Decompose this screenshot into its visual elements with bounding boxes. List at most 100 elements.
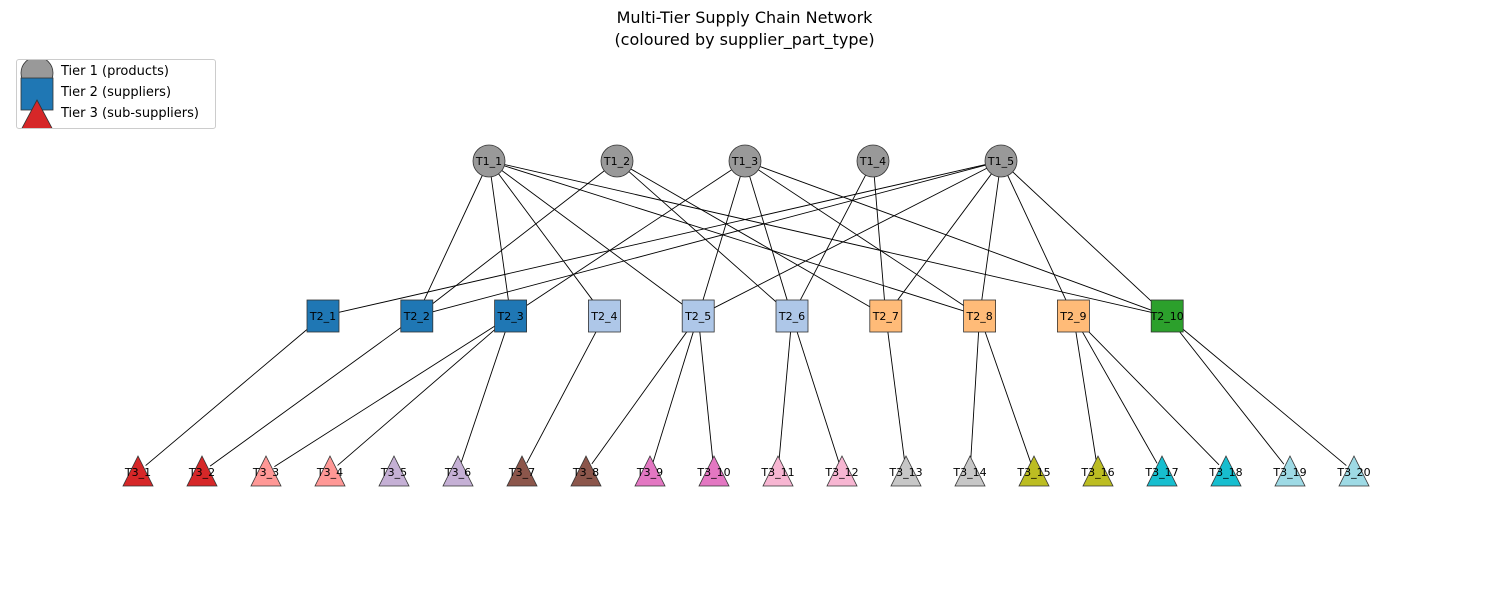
edge-T2_9-to-T1_5 <box>1003 168 1069 305</box>
edge-T2_3-to-T1_3 <box>521 165 739 310</box>
edge-T2_10-to-T1_3 <box>752 162 1156 312</box>
node-T1_5[interactable]: T1_5 <box>984 144 1018 178</box>
node-label: T2_3 <box>496 310 523 323</box>
edge-T3_11-to-T2_6 <box>778 322 794 463</box>
tier3-triangle <box>186 455 218 487</box>
node-T2_5[interactable]: T2_5 <box>681 299 715 333</box>
node-T2_8[interactable]: T2_8 <box>963 299 996 333</box>
node-label: T3_17 <box>1144 466 1178 479</box>
edge-T2_6-to-T1_2 <box>622 165 783 308</box>
tier1-circle <box>472 144 506 178</box>
edge-T2_5-to-T1_1 <box>495 165 689 309</box>
edge-T3_12-to-T2_6 <box>793 322 840 463</box>
node-T1_4[interactable]: T1_4 <box>856 144 890 178</box>
node-T3_8[interactable]: T3_8 <box>570 455 602 487</box>
node-T3_20[interactable]: T3_20 <box>1336 455 1371 487</box>
node-T3_9[interactable]: T3_9 <box>634 455 666 487</box>
edge-T2_2-to-T1_5 <box>429 161 994 314</box>
node-label: T2_5 <box>684 310 711 323</box>
edge-T2_8-to-T1_5 <box>980 168 1003 304</box>
node-label: T3_16 <box>1080 466 1114 479</box>
edge-T2_10-to-T1_1 <box>496 161 1155 314</box>
edge-T3_14-to-T2_8 <box>970 322 982 463</box>
node-T3_12[interactable]: T3_12 <box>824 455 859 487</box>
node-T1_2[interactable]: T1_2 <box>600 144 634 178</box>
diagram-title: Multi-Tier Supply Chain Network <box>616 8 873 27</box>
node-label: T2_7 <box>872 310 899 323</box>
node-T3_2[interactable]: T3_2 <box>186 455 218 487</box>
edge-T3_19-to-T2_10 <box>1171 321 1285 465</box>
edge-T3_1-to-T2_1 <box>145 320 318 466</box>
node-T3_3[interactable]: T3_3 <box>250 455 282 487</box>
edge-T2_2-to-T1_2 <box>426 165 611 309</box>
node-label: T3_7 <box>508 466 535 479</box>
tier3-triangle <box>1018 455 1050 487</box>
tier3-triangle <box>826 455 858 487</box>
node-T1_3[interactable]: T1_3 <box>728 144 762 178</box>
tier3-triangle <box>890 455 922 487</box>
edge-T2_5-to-T1_5 <box>709 164 995 311</box>
tier2-square <box>400 299 434 333</box>
node-T2_1[interactable]: T2_1 <box>306 299 340 333</box>
node-T3_6[interactable]: T3_6 <box>442 455 474 487</box>
node-T1_1[interactable]: T1_1 <box>472 144 506 178</box>
edge-T3_13-to-T2_7 <box>884 322 906 463</box>
tier3-triangle <box>954 455 986 487</box>
tier3-triangle <box>122 455 154 487</box>
edges-layer <box>145 161 1347 468</box>
node-T2_9[interactable]: T2_9 <box>1057 299 1090 333</box>
node-T3_1[interactable]: T3_1 <box>122 455 154 487</box>
node-T3_17[interactable]: T3_17 <box>1144 455 1179 487</box>
edge-T3_2-to-T2_2 <box>209 319 412 467</box>
node-T3_18[interactable]: T3_18 <box>1208 455 1243 487</box>
legend-markers <box>20 60 54 128</box>
node-T3_15[interactable]: T3_15 <box>1016 455 1051 487</box>
tier3-triangle <box>762 455 794 487</box>
edge-T2_3-to-T1_1 <box>487 168 510 304</box>
edge-T2_1-to-T1_5 <box>335 161 994 314</box>
node-T3_5[interactable]: T3_5 <box>378 455 410 487</box>
node-T2_4[interactable]: T2_4 <box>588 299 621 333</box>
tier3-triangle <box>506 455 538 487</box>
tier2-square <box>869 299 903 333</box>
node-T3_7[interactable]: T3_7 <box>506 455 538 487</box>
node-T3_4[interactable]: T3_4 <box>314 455 346 487</box>
edge-T2_8-to-T1_1 <box>496 162 968 313</box>
node-T3_13[interactable]: T3_13 <box>888 455 923 487</box>
tier3-triangle <box>378 455 410 487</box>
tier3-triangle <box>698 455 730 487</box>
node-T3_11[interactable]: T3_11 <box>760 455 795 487</box>
edge-T3_15-to-T2_8 <box>981 322 1032 463</box>
node-label: T1_3 <box>731 155 758 168</box>
node-label: T1_5 <box>987 155 1014 168</box>
node-label: T3_12 <box>824 466 858 479</box>
tier2-square <box>681 299 715 333</box>
tier1-circle <box>856 144 890 178</box>
node-T2_7[interactable]: T2_7 <box>869 299 903 333</box>
edge-T2_5-to-T1_3 <box>701 168 744 304</box>
node-label: T2_1 <box>309 310 336 323</box>
legend-tier2-label: Tier 2 (suppliers) <box>61 85 172 100</box>
tier3-triangle <box>1082 455 1114 487</box>
edge-T3_18-to-T2_9 <box>1077 320 1220 466</box>
node-T3_16[interactable]: T3_16 <box>1080 455 1115 487</box>
tier1-circle <box>728 144 762 178</box>
node-label: T3_5 <box>380 466 407 479</box>
node-T3_14[interactable]: T3_14 <box>952 455 987 487</box>
node-T2_10[interactable]: T2_10 <box>1150 299 1184 333</box>
edge-T3_7-to-T2_4 <box>526 321 602 464</box>
node-T3_19[interactable]: T3_19 <box>1272 455 1307 487</box>
node-label: T3_1 <box>124 466 151 479</box>
tier3-triangle <box>250 455 282 487</box>
edge-T2_7-to-T1_5 <box>893 167 997 306</box>
node-T2_6[interactable]: T2_6 <box>775 299 809 333</box>
node-T2_3[interactable]: T2_3 <box>494 299 528 333</box>
node-label: T2_9 <box>1059 310 1086 323</box>
legend-tier3-label: Tier 3 (sub-suppliers) <box>61 106 199 121</box>
node-label: T2_10 <box>1150 310 1184 323</box>
tier3-triangle <box>314 455 346 487</box>
node-T2_2[interactable]: T2_2 <box>400 299 434 333</box>
node-label: T1_4 <box>859 155 886 168</box>
node-T3_10[interactable]: T3_10 <box>696 455 731 487</box>
